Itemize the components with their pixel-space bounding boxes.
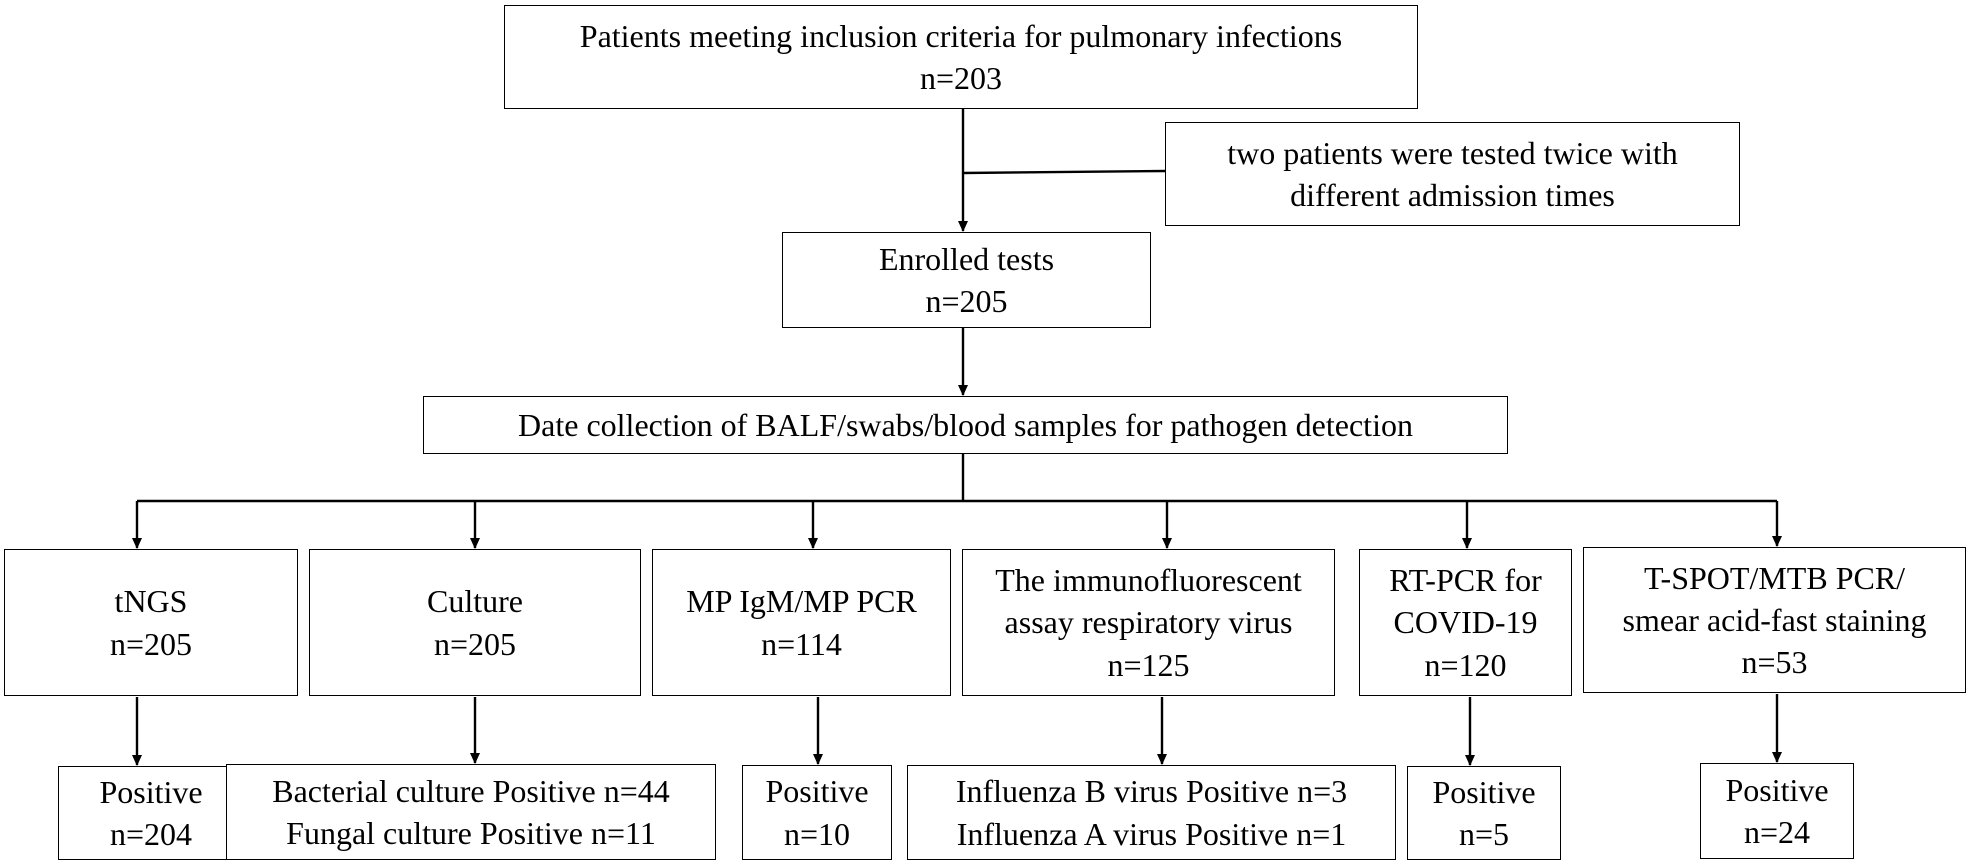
culture-result-box: Bacterial culture Positive n=44 Fungal c… (226, 764, 716, 860)
culture-box: Culture n=205 (309, 549, 641, 696)
mp-result-count: n=10 (783, 815, 851, 852)
ifa-title-line-1: The immunofluorescent (995, 562, 1302, 599)
exclusion-note-line-2: different admission times (1290, 177, 1615, 213)
mp-result-label: Positive (765, 773, 869, 810)
tspot-result-count: n=24 (1743, 814, 1811, 850)
tngs-result-label: Positive (99, 773, 203, 810)
rtpcr-title-line-2: COVID-19 (1393, 604, 1538, 641)
connector-exclusion-branch (962, 169, 1166, 175)
mp-box: MP IgM/MP PCR n=114 (652, 549, 951, 696)
tngs-count: n=205 (109, 625, 193, 662)
rtpcr-result-count: n=5 (1458, 816, 1510, 852)
rtpcr-title-line-1: RT-PCR for (1389, 562, 1542, 599)
inclusion-count: n=203 (919, 60, 1003, 96)
enrolled-count: n=205 (925, 283, 1008, 319)
tngs-result-count: n=204 (109, 816, 193, 852)
exclusion-note-line-1: two patients were tested twice with (1227, 134, 1678, 171)
tngs-box: tNGS n=205 (4, 549, 298, 696)
culture-result-fungal: Fungal culture Positive n=11 (286, 815, 656, 851)
tspot-result-label: Positive (1725, 771, 1829, 808)
ifa-result-influenza-a: Influenza A virus Positive n=1 (956, 815, 1347, 852)
mp-result-box: Positive n=10 (742, 765, 892, 860)
tspot-count: n=53 (1741, 644, 1808, 681)
rtpcr-box: RT-PCR for COVID-19 n=120 (1359, 549, 1572, 696)
collection-title: Date collection of BALF/swabs/blood samp… (518, 406, 1413, 443)
tngs-title: tNGS (114, 583, 188, 620)
ifa-box: The immunofluorescent assay respiratory … (962, 549, 1335, 696)
rtpcr-result-label: Positive (1432, 773, 1536, 810)
tspot-title-line-2: smear acid-fast staining (1622, 601, 1927, 638)
ifa-title-line-2: assay respiratory virus (1004, 604, 1293, 641)
rtpcr-result-box: Positive n=5 (1407, 766, 1561, 860)
culture-count: n=205 (433, 625, 517, 662)
mp-count: n=114 (761, 625, 842, 662)
enrolled-box: Enrolled tests n=205 (782, 232, 1151, 328)
culture-title: Culture (427, 583, 523, 620)
inclusion-box: Patients meeting inclusion criteria for … (504, 5, 1418, 109)
tspot-title-line-1: T-SPOT/MTB PCR/ (1643, 559, 1906, 596)
inclusion-title: Patients meeting inclusion criteria for … (579, 17, 1343, 54)
ifa-result-influenza-b: Influenza B virus Positive n=3 (955, 773, 1348, 810)
culture-result-bacterial: Bacterial culture Positive n=44 (272, 772, 670, 809)
ifa-count: n=125 (1107, 646, 1190, 683)
tngs-result-box: Positive n=204 (58, 766, 244, 860)
mp-title: MP IgM/MP PCR (686, 583, 917, 620)
ifa-result-box: Influenza B virus Positive n=3 Influenza… (907, 765, 1396, 860)
enrolled-title: Enrolled tests (878, 240, 1055, 277)
collection-box: Date collection of BALF/swabs/blood samp… (423, 396, 1508, 454)
rtpcr-count: n=120 (1424, 646, 1507, 683)
exclusion-note-box: two patients were tested twice with diff… (1165, 122, 1740, 226)
tspot-box: T-SPOT/MTB PCR/ smear acid-fast staining… (1583, 547, 1966, 693)
tspot-result-box: Positive n=24 (1700, 763, 1854, 859)
